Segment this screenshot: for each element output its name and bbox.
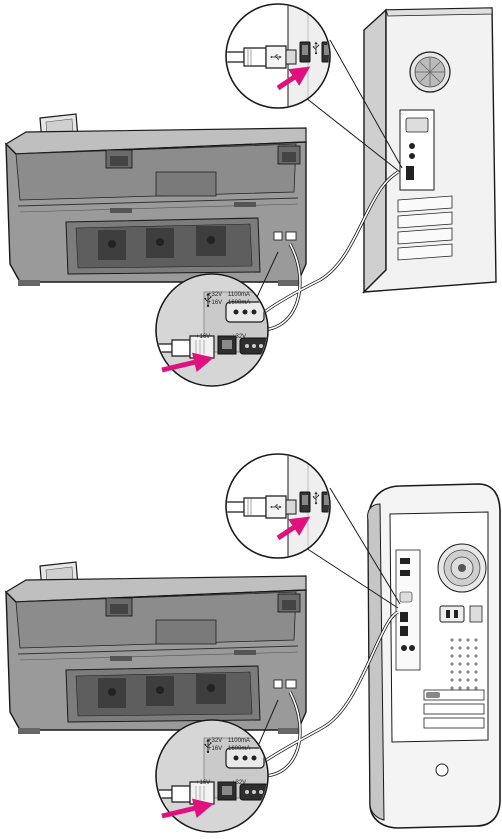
zoom-printer-usb-port-2: +32V 1100mA +16V 1600mA +16V +32V <box>150 716 274 836</box>
port-label-volts-bottom: +16V <box>208 300 222 306</box>
port-label-amps-top-2: 1100mA <box>228 738 250 744</box>
port-label-amps-bottom-2: 1600mA <box>228 746 250 752</box>
printer-2 <box>6 562 306 734</box>
panel-pc: +32V 1100mA +16V 1600mA +16V +32V <box>6 0 496 390</box>
port-label-amps-bottom: 1600mA <box>228 300 250 306</box>
zoom-computer-usb-port-2 <box>218 446 348 566</box>
port-label-pin-right: +32V <box>232 334 246 340</box>
printer <box>6 114 306 286</box>
port-label-pin-right-2: +32V <box>232 780 246 786</box>
port-label-pin-left-2: +16V <box>196 780 210 786</box>
port-label-volts-bottom-2: +16V <box>208 746 222 752</box>
zoom-printer-usb-port: +32V 1100mA +16V 1600mA +16V +32V <box>150 270 274 390</box>
port-label-volts-top: +32V <box>208 292 222 298</box>
port-label-volts-top-2: +32V <box>208 738 222 744</box>
computer-tower <box>364 8 496 292</box>
computer-tower-mac <box>368 484 500 828</box>
port-label-amps-top: 1100mA <box>228 292 250 298</box>
port-label-pin-left: +16V <box>196 334 210 340</box>
panel-mac: +32V 1100mA +16V 1600mA +16V +32V <box>6 446 500 836</box>
zoom-computer-usb-port <box>218 0 348 116</box>
